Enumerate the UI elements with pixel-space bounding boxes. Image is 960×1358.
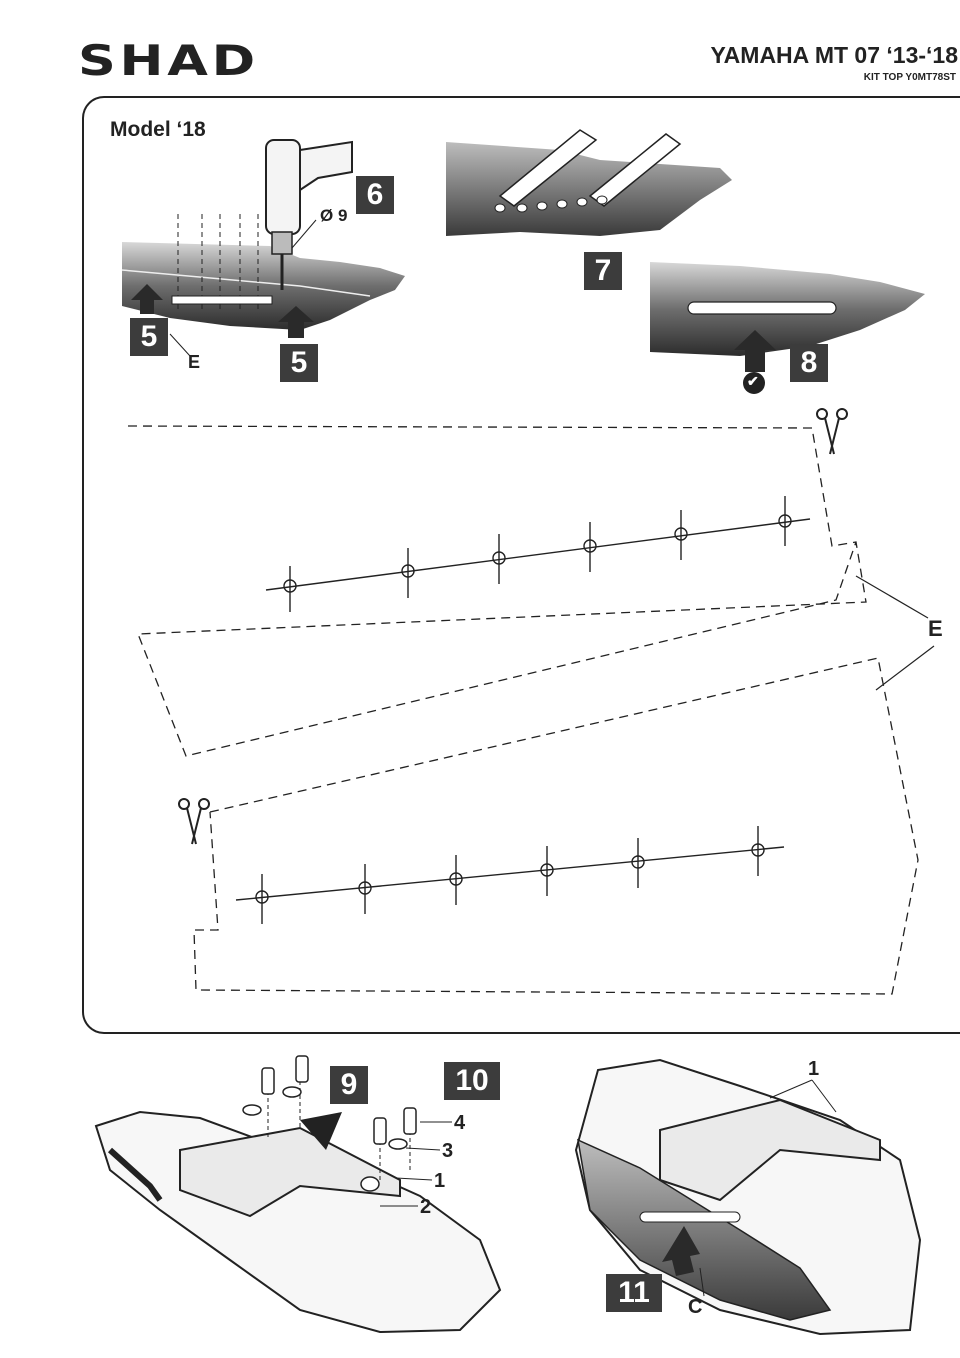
- label-e: E: [928, 616, 943, 641]
- step-number: 7: [584, 252, 622, 290]
- rack-fitted-illustration: [574, 1058, 922, 1336]
- step-number: 9: [330, 1066, 368, 1104]
- label-e: E: [188, 352, 201, 372]
- fender-template-illustration: [446, 129, 732, 236]
- step-number: 10: [444, 1062, 500, 1100]
- drilling-template-lower-line: [235, 826, 785, 924]
- fender-slot-illustration: [650, 262, 925, 394]
- step-number: 5: [130, 318, 168, 356]
- step-number: 11: [606, 1274, 662, 1312]
- step-number: 6: [356, 176, 394, 214]
- callout-1-right: 1: [808, 1058, 820, 1080]
- page-title: YAMAHA MT 07 ‘13-‘18: [710, 42, 958, 68]
- drilling-template-upper: [127, 425, 867, 757]
- callout-2: 2: [420, 1196, 432, 1218]
- fender-drill-illustration: [121, 139, 405, 357]
- callout-c: C: [688, 1296, 703, 1318]
- kit-code: KIT TOP Y0MT78ST: [863, 72, 956, 83]
- check-icon: ✔: [747, 373, 759, 389]
- callout-1: 1: [434, 1170, 446, 1192]
- drill-diameter-label: Ø 9: [320, 206, 348, 225]
- instruction-panel: [82, 96, 960, 1034]
- model-label: Model ‘18: [110, 118, 206, 141]
- step-number: 5: [280, 344, 318, 382]
- callout-3: 3: [442, 1140, 454, 1162]
- shad-logo: SHAD: [78, 36, 259, 85]
- label-e-leaders: [855, 575, 935, 691]
- scissors-icon: [816, 408, 848, 455]
- rack-fitting-illustration: [94, 1055, 502, 1334]
- scissors-icon: [178, 798, 210, 845]
- step-number: 8: [790, 344, 828, 382]
- drilling-template-upper-line: [265, 496, 811, 612]
- callout-4: 4: [454, 1112, 466, 1134]
- drilling-template-lower: [193, 657, 919, 995]
